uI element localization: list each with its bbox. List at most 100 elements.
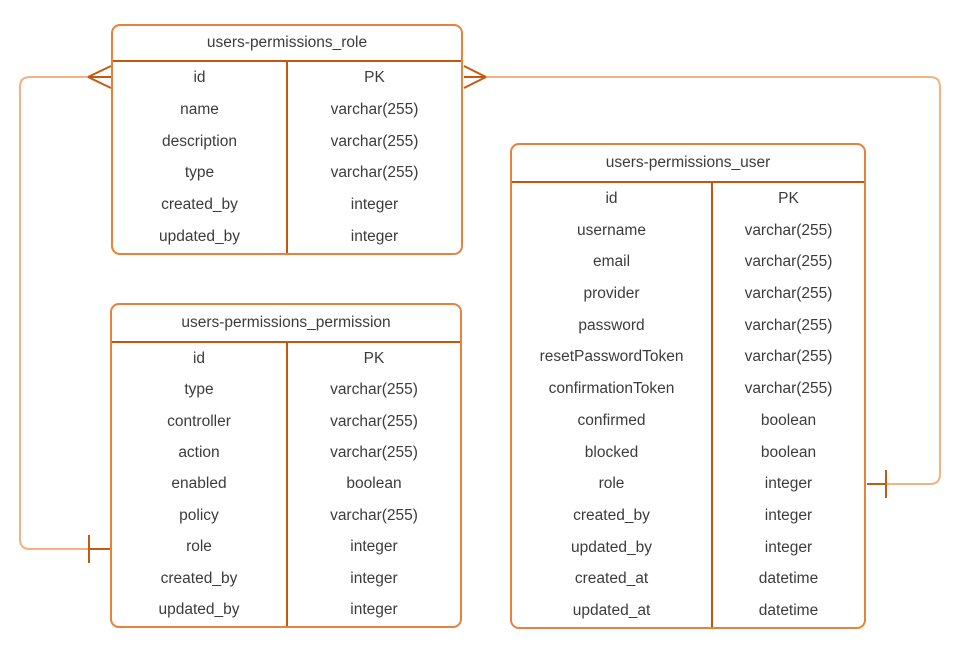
table-row: updated_by integer [113,221,461,253]
table-row: id PK [113,62,461,94]
field-name-cell: updated_by [113,221,288,253]
table-row: updated_at datetime [512,595,864,628]
field-type-cell: varchar(255) [744,221,833,239]
table-row: confirmed boolean [512,405,864,437]
table-row: email varchar(255) [512,246,864,279]
field-name-cell: id [512,183,713,215]
relationship-role-permission [19,65,112,563]
field-type-cell: PK [363,349,385,367]
field-name-cell: role [512,468,713,501]
table-row: resetPasswordToken varchar(255) [512,341,864,374]
field-name-cell: role [112,531,288,564]
field-name-cell: provider [512,278,713,310]
field-name-cell: created_by [512,500,713,532]
field-name-cell: enabled [112,468,288,501]
field-type-cell: integer [764,475,813,493]
field-type-cell: varchar(255) [330,444,418,462]
field-type-cell: integer [350,228,399,246]
field-type-cell: varchar(255) [744,253,833,271]
table-row: updated_by integer [512,531,864,564]
field-type-cell: varchar(255) [330,412,418,430]
table-row: description varchar(255) [113,125,461,158]
table-title: users-permissions_role [113,26,461,62]
field-type-cell: varchar(255) [744,285,833,303]
field-type-cell: varchar(255) [330,132,419,150]
table-row: updated_by integer [112,594,460,626]
field-name-cell: controller [112,405,288,438]
table-rows: id PK username varchar(255) email varcha… [512,183,864,628]
table-rows: id PK name varchar(255) description varc… [113,62,461,253]
table-title: users-permissions_permission [112,305,460,343]
table-row: role integer [112,531,460,564]
field-type-cell: boolean [760,411,817,429]
field-name-cell: created_by [113,189,288,222]
table-row: type varchar(255) [112,374,460,406]
entity-table-user: users-permissions_user id PK username va… [510,143,866,629]
field-name-cell: id [113,62,288,94]
table-row: created_at datetime [512,563,864,596]
table-row: provider varchar(255) [512,278,864,310]
entity-table-role: users-permissions_role id PK name varcha… [111,24,463,255]
one-tick-icon [88,535,110,563]
table-row: id PK [512,183,864,215]
field-type-cell: integer [350,196,399,214]
field-name-cell: action [112,437,288,469]
field-type-cell: boolean [760,443,817,461]
table-row: password varchar(255) [512,309,864,342]
field-type-cell: boolean [346,475,402,493]
field-type-cell: varchar(255) [744,316,833,334]
field-name-cell: created_by [112,563,288,595]
table-row: created_by integer [112,563,460,595]
field-type-cell: integer [350,601,398,619]
table-row: created_by integer [113,189,461,222]
table-title: users-permissions_user [512,145,864,183]
field-name-cell: confirmed [512,405,713,437]
table-row: policy varchar(255) [112,500,460,532]
field-type-cell: PK [778,189,799,207]
table-row: role integer [512,468,864,501]
field-name-cell: id [112,343,288,375]
field-name-cell: username [512,214,713,247]
field-type-cell: integer [350,569,398,587]
table-row: name varchar(255) [113,93,461,126]
field-name-cell: updated_by [512,531,713,564]
table-row: blocked boolean [512,436,864,469]
field-type-cell: integer [764,507,813,525]
field-type-cell: varchar(255) [330,506,418,524]
table-row: controller varchar(255) [112,405,460,438]
field-name-cell: updated_at [512,595,713,628]
field-type-cell: integer [764,538,813,556]
field-type-cell: varchar(255) [744,380,833,398]
field-name-cell: type [112,374,288,406]
field-type-cell: varchar(255) [744,348,833,366]
field-name-cell: password [512,309,713,342]
field-name-cell: resetPasswordToken [512,341,713,374]
table-row: id PK [112,343,460,375]
table-row: confirmationToken varchar(255) [512,373,864,406]
crows-foot-many-icon [87,65,112,89]
field-name-cell: blocked [512,436,713,469]
crows-foot-many-icon [463,65,487,89]
table-row: username varchar(255) [512,214,864,247]
table-row: enabled boolean [112,468,460,501]
field-name-cell: type [113,157,288,190]
field-name-cell: policy [112,500,288,532]
entity-table-permission: users-permissions_permission id PK type … [110,303,462,628]
field-type-cell: varchar(255) [330,381,418,399]
field-type-cell: varchar(255) [330,164,419,182]
table-row: created_by integer [512,500,864,532]
relationship-route [19,76,88,550]
table-row: type varchar(255) [113,157,461,190]
field-name-cell: confirmationToken [512,373,713,406]
field-type-cell: datetime [758,570,819,588]
field-name-cell: description [113,125,288,158]
one-tick-icon [867,470,887,498]
field-name-cell: email [512,246,713,279]
field-type-cell: integer [350,538,398,556]
field-name-cell: updated_by [112,594,288,626]
field-name-cell: name [113,93,288,126]
table-row: action varchar(255) [112,437,460,469]
field-name-cell: created_at [512,563,713,596]
field-type-cell: varchar(255) [330,100,419,118]
